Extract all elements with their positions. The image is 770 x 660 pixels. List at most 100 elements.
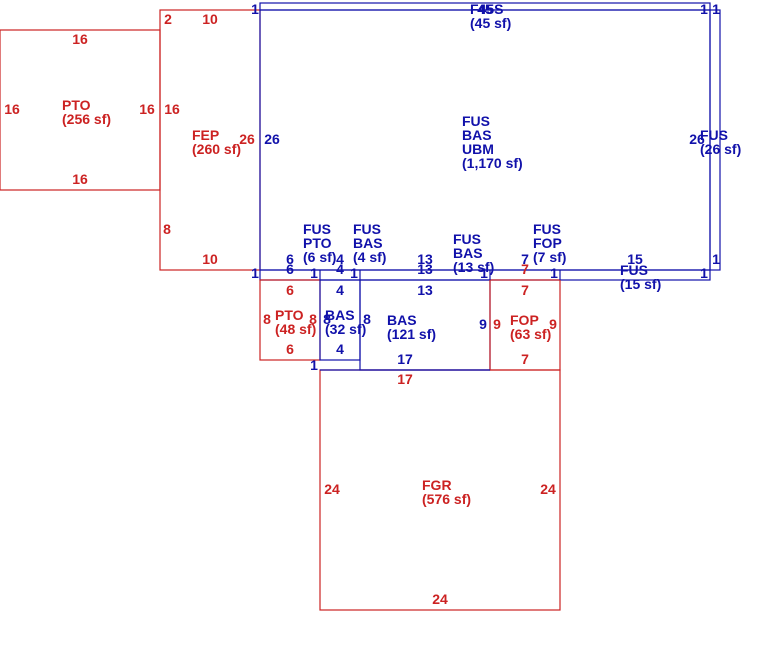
dimension-bas32-left: 8 bbox=[323, 311, 331, 327]
dimension-main-top-45: 45 bbox=[477, 1, 493, 17]
area-label-line: (260 sf) bbox=[192, 141, 241, 157]
area-label-line: BAS bbox=[387, 312, 417, 328]
area-outlines bbox=[0, 2, 721, 611]
area-label-line: PTO bbox=[303, 235, 332, 251]
area-label-line: BAS bbox=[462, 127, 492, 143]
dimension-strip-13-a: 13 bbox=[417, 251, 433, 267]
area-label-line: FUS bbox=[533, 221, 561, 237]
dimension-pto48-top: 6 bbox=[286, 282, 294, 298]
dimension-strip-15: 15 bbox=[627, 251, 643, 267]
area-label-line: F45S bbox=[470, 1, 503, 17]
area-label-line: PTO bbox=[275, 307, 304, 323]
fus-right-strip-outline bbox=[709, 9, 721, 271]
dimension-pto48-bottom: 6 bbox=[286, 341, 294, 357]
dimension-main-right: 26 bbox=[689, 131, 705, 147]
area-label-fep: FEP(260 sf) bbox=[192, 127, 241, 157]
area-label-fus-15: FUS(15 sf) bbox=[620, 262, 661, 292]
area-label-line: (121 sf) bbox=[387, 326, 436, 342]
area-label-line: (4 sf) bbox=[353, 249, 386, 265]
dimension-pto48-left: 8 bbox=[263, 311, 271, 327]
dimension-pto48-right: 8 bbox=[309, 311, 317, 327]
area-label-line: (256 sf) bbox=[62, 111, 111, 127]
dimension-bas32-right: 8 bbox=[363, 311, 371, 327]
dimension-strip-13-b: 13 bbox=[417, 261, 433, 277]
area-label-line: PTO bbox=[62, 97, 91, 113]
area-label-line: FEP bbox=[192, 127, 219, 143]
dimension-strip-7-b: 7 bbox=[521, 261, 529, 277]
dimension-bas121-top: 13 bbox=[417, 282, 433, 298]
area-label-line: FUS bbox=[353, 221, 381, 237]
dimension-strip-4-a: 4 bbox=[336, 251, 344, 267]
area-label-line: FUS bbox=[620, 262, 648, 278]
dimension-fep-left-a: 16 bbox=[164, 101, 180, 117]
dimension-bas32-top: 4 bbox=[336, 282, 344, 298]
area-label-pto-left: PTO(256 sf) bbox=[62, 97, 111, 127]
area-label-line: UBM bbox=[462, 141, 494, 157]
area-label-line: FGR bbox=[422, 477, 452, 493]
area-label-line: (7 sf) bbox=[533, 249, 566, 265]
dimension-strip-6-a: 6 bbox=[286, 251, 294, 267]
dimension-strip-4-b: 4 bbox=[336, 261, 344, 277]
area-label-pto-48: PTO(48 sf) bbox=[275, 307, 316, 337]
dimension-corner-1-b: 1 bbox=[310, 265, 318, 281]
area-label-line: BAS bbox=[453, 245, 483, 261]
area-label-bas-121: BAS(121 sf) bbox=[387, 312, 436, 342]
area-label-line: BAS bbox=[325, 307, 355, 323]
area-label-fgr: FGR(576 sf) bbox=[422, 477, 471, 507]
dimension-fep-bottom: 10 bbox=[202, 251, 218, 267]
area-label-line: FUS bbox=[462, 113, 490, 129]
dimension-fgr-left: 24 bbox=[324, 481, 340, 497]
area-label-bas-32: BAS(32 sf) bbox=[325, 307, 366, 337]
area-label-line: FOP bbox=[510, 312, 539, 328]
dimension-corner-1-e: 1 bbox=[550, 265, 558, 281]
dimension-fop63-right: 9 bbox=[549, 316, 557, 332]
area-label-fus-right: FUS(26 sf) bbox=[700, 127, 741, 157]
area-label-line: (63 sf) bbox=[510, 326, 551, 342]
dimension-corner-1-c: 1 bbox=[350, 265, 358, 281]
dimension-fep-left-b: 8 bbox=[163, 221, 171, 237]
dimension-fop63-left: 9 bbox=[493, 316, 501, 332]
dimension-fus-right-1: 1 bbox=[712, 251, 720, 267]
area-label-line: (15 sf) bbox=[620, 276, 661, 292]
dimension-bas32-bottom: 4 bbox=[336, 341, 344, 357]
dimension-bas-bottom-1: 1 bbox=[310, 357, 318, 373]
dimension-fop63-top: 7 bbox=[521, 282, 529, 298]
dimension-main-top-left-1: 1 bbox=[251, 1, 259, 17]
area-label-line: (45 sf) bbox=[470, 15, 511, 31]
dimension-fep-right: 26 bbox=[239, 131, 255, 147]
area-label-line: (32 sf) bbox=[325, 321, 366, 337]
area-label-line: (26 sf) bbox=[700, 141, 741, 157]
dimension-fep-top-a: 2 bbox=[164, 11, 172, 27]
area-label-line: (576 sf) bbox=[422, 491, 471, 507]
dimension-bas121-bottom: 17 bbox=[397, 351, 413, 367]
dimension-bas121-right: 9 bbox=[479, 316, 487, 332]
dimension-pto-left-top: 16 bbox=[72, 31, 88, 47]
dimension-corner-1-d: 1 bbox=[480, 265, 488, 281]
dimension-main-top-right-2: 1 bbox=[712, 1, 720, 17]
dimension-main-left: 26 bbox=[264, 131, 280, 147]
dimension-fgr-bottom: 24 bbox=[432, 591, 448, 607]
area-label-line: FUS bbox=[453, 231, 481, 247]
dimension-fep-top-b: 10 bbox=[202, 11, 218, 27]
area-label-line: (48 sf) bbox=[275, 321, 316, 337]
area-label-line: FUS bbox=[303, 221, 331, 237]
dimension-corner-1-f: 1 bbox=[700, 265, 708, 281]
area-label-fus-top: F45S(45 sf) bbox=[470, 1, 511, 31]
dimension-fgr-right: 24 bbox=[540, 481, 556, 497]
dimension-pto-left-right: 16 bbox=[139, 101, 155, 117]
dimension-fgr-top: 17 bbox=[397, 371, 413, 387]
dimension-pto-left-bottom: 16 bbox=[72, 171, 88, 187]
area-label-line: FUS bbox=[700, 127, 728, 143]
dimension-strip-7-a: 7 bbox=[521, 251, 529, 267]
fus-top-strip-outline bbox=[259, 2, 711, 11]
area-label-line: FOP bbox=[533, 235, 562, 251]
dimension-fop63-bottom: 7 bbox=[521, 351, 529, 367]
dimension-main-top-right-1: 1 bbox=[700, 1, 708, 17]
